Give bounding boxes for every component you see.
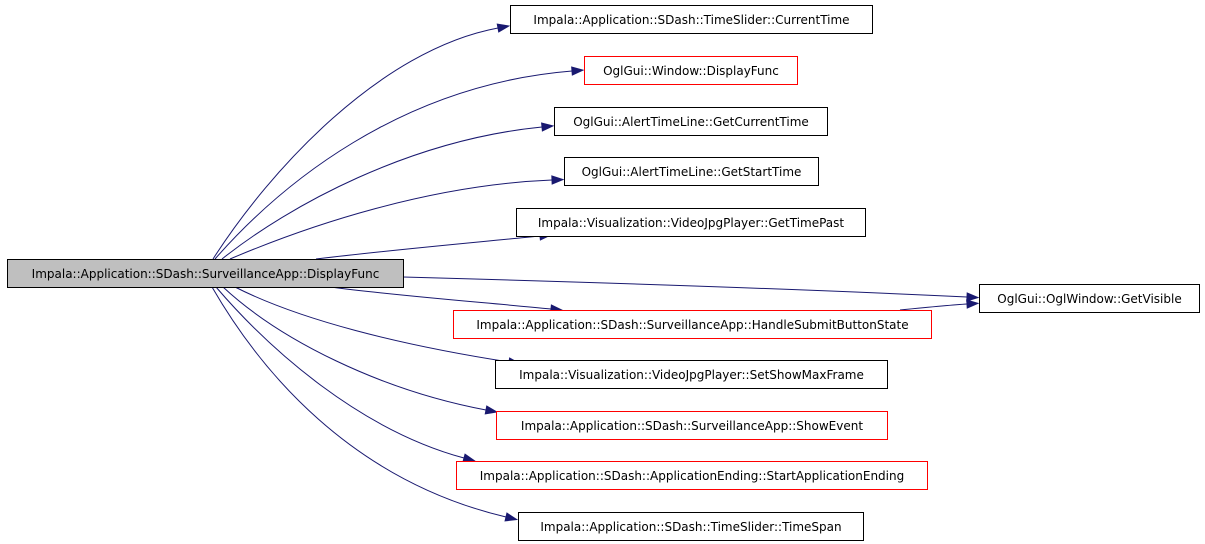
edge-line	[315, 235, 541, 260]
edge-arrowhead	[484, 405, 499, 415]
node-label: Impala::Application::SDash::TimeSlider::…	[533, 13, 849, 27]
node-box	[518, 512, 864, 541]
node-box	[516, 208, 866, 237]
node-getvisible[interactable]: OglGui::OglWindow::GetVisible	[979, 284, 1200, 313]
edge-arrowhead	[496, 23, 511, 33]
node-box	[564, 157, 819, 186]
node-handlesubmit[interactable]: Impala::Application::SDash::Surveillance…	[453, 310, 932, 339]
edge-arrowhead	[551, 175, 565, 185]
edge-line	[221, 126, 543, 260]
node-box	[496, 411, 888, 440]
edge-arrowhead	[541, 122, 555, 132]
edge-root-to-timespan	[211, 286, 519, 522]
node-label: OglGui::AlertTimeLine::GetCurrentTime	[573, 115, 809, 129]
node-box	[554, 107, 828, 136]
node-label: Impala::Application::SDash::ApplicationE…	[480, 469, 904, 483]
edge-handlesubmit-to-getvisible	[899, 299, 980, 311]
edge-arrowhead	[462, 453, 477, 463]
node-getstarttime[interactable]: OglGui::AlertTimeLine::GetStartTime	[564, 157, 819, 186]
edge-line	[229, 179, 553, 260]
node-box	[7, 259, 404, 288]
node-setshowmaxframe[interactable]: Impala::Visualization::VideoJpgPlayer::S…	[495, 360, 888, 389]
edge-line	[402, 276, 968, 298]
node-box	[979, 284, 1200, 313]
edge-root-to-window-displayfunc	[214, 66, 585, 260]
edge-root-to-getstarttime	[229, 175, 565, 260]
node-timespan[interactable]: Impala::Application::SDash::TimeSlider::…	[518, 512, 864, 541]
node-root[interactable]: Impala::Application::SDash::Surveillance…	[7, 259, 404, 288]
node-label: Impala::Application::SDash::Surveillance…	[476, 318, 908, 332]
node-label: Impala::Visualization::VideoJpgPlayer::G…	[538, 216, 845, 230]
edge-root-to-gettimepast	[315, 231, 553, 260]
node-box	[495, 360, 888, 389]
node-label: Impala::Application::SDash::TimeSlider::…	[540, 520, 841, 534]
node-box	[510, 5, 873, 34]
edge-line	[222, 286, 487, 411]
node-box	[453, 310, 932, 339]
node-box	[584, 56, 798, 85]
edge-arrowhead	[966, 292, 980, 302]
edge-line	[214, 70, 573, 260]
call-graph-nodes: Impala::Application::SDash::Surveillance…	[7, 5, 1200, 541]
edge-root-to-currenttime	[212, 23, 511, 260]
node-label: Impala::Application::SDash::Surveillance…	[32, 267, 380, 281]
node-label: OglGui::Window::DisplayFunc	[603, 64, 779, 78]
node-window-displayfunc[interactable]: OglGui::Window::DisplayFunc	[584, 56, 798, 85]
node-currenttime[interactable]: Impala::Application::SDash::TimeSlider::…	[510, 5, 873, 34]
edge-arrowhead	[966, 299, 980, 309]
node-label: OglGui::OglWindow::GetVisible	[997, 292, 1181, 306]
edge-line	[234, 286, 510, 363]
edge-line	[212, 27, 499, 260]
node-startappending[interactable]: Impala::Application::SDash::ApplicationE…	[456, 461, 928, 490]
node-label: Impala::Visualization::VideoJpgPlayer::S…	[519, 368, 864, 382]
edge-root-to-getvisible	[402, 276, 980, 302]
node-box	[456, 461, 928, 490]
edge-line	[211, 286, 507, 518]
node-showevent[interactable]: Impala::Application::SDash::Surveillance…	[496, 411, 888, 440]
edge-root-to-showevent	[222, 286, 499, 415]
edge-line	[215, 286, 465, 459]
edge-line	[329, 286, 552, 310]
edge-arrowhead	[571, 66, 585, 76]
node-gettimepast[interactable]: Impala::Visualization::VideoJpgPlayer::G…	[516, 208, 866, 237]
edge-line	[899, 303, 968, 311]
edge-arrowhead	[504, 512, 519, 522]
edge-root-to-handlesubmit	[329, 286, 564, 314]
node-getcurrenttime[interactable]: OglGui::AlertTimeLine::GetCurrentTime	[554, 107, 828, 136]
node-label: Impala::Application::SDash::Surveillance…	[521, 419, 863, 433]
node-label: OglGui::AlertTimeLine::GetStartTime	[582, 165, 802, 179]
edge-root-to-getcurrenttime	[221, 122, 555, 260]
